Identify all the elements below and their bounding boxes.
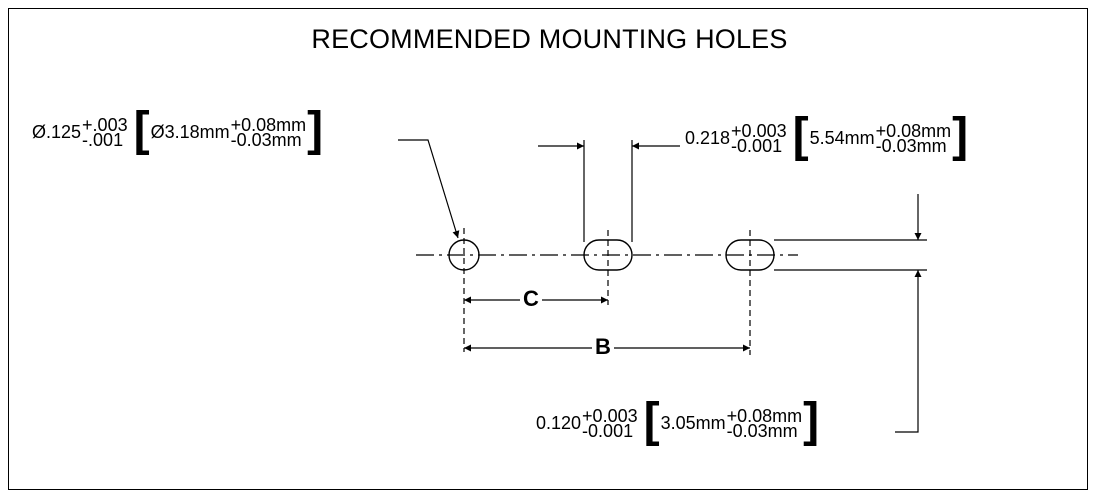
dim-c-label: C bbox=[520, 286, 542, 312]
slot-height-inch-tol-plus: +0.003 bbox=[582, 406, 638, 426]
slot-height-leader bbox=[895, 270, 922, 433]
slot-width-callout: 0.218 +0.003 -0.001 [ 5.54mm +0.08mm -0.… bbox=[685, 109, 969, 162]
slot-width-mm-tol-minus: -0.03mm bbox=[875, 136, 947, 156]
hole-mm-inner: Ø3.18mm +0.08mm -0.03mm bbox=[150, 115, 307, 150]
bracket-open: [ bbox=[792, 109, 809, 162]
hole-inch-tolerance: +.003 -.001 bbox=[82, 115, 128, 150]
slot-width-inch-tol-minus: -0.001 bbox=[731, 136, 783, 156]
slot-height-mm-inner: 3.05mm +0.08mm -0.03mm bbox=[660, 406, 803, 441]
slot-width-inch-tolerance: +0.003 -0.001 bbox=[731, 121, 787, 156]
slot-width-mm-tolerance: +0.08mm -0.03mm bbox=[875, 121, 952, 156]
slot-height-inch-value: 0.120 bbox=[536, 412, 582, 433]
hole-mm-group: [ Ø3.18mm +0.08mm -0.03mm ] bbox=[133, 103, 324, 156]
slot-height-mm-group: [ 3.05mm +0.08mm -0.03mm ] bbox=[643, 394, 820, 447]
slot-width-mm-tol-plus: +0.08mm bbox=[875, 121, 952, 141]
hole-leader bbox=[398, 139, 460, 239]
slot-height-mm-tol-plus: +0.08mm bbox=[726, 406, 803, 426]
dim-b-label: B bbox=[592, 334, 614, 360]
slot-height-inch-tolerance: +0.003 -0.001 bbox=[582, 406, 638, 441]
slot-width-inch-tol-plus: +0.003 bbox=[731, 121, 787, 141]
drawing-title: RECOMMENDED MOUNTING HOLES bbox=[311, 24, 788, 54]
hole-inch-tol-plus: +.003 bbox=[82, 115, 128, 135]
hole-inch-tol-minus: -.001 bbox=[82, 130, 124, 150]
hole-callout: Ø.125 +.003 -.001 [ Ø3.18mm +0.08mm -0.0… bbox=[32, 103, 324, 156]
slot-width-mm-value: 5.54mm bbox=[809, 127, 875, 148]
bracket-close: ] bbox=[803, 394, 820, 447]
slot-height-mm-tol-minus: -0.03mm bbox=[726, 421, 798, 441]
bracket-open: [ bbox=[643, 394, 660, 447]
slot-height-mm-tolerance: +0.08mm -0.03mm bbox=[726, 406, 803, 441]
hole-mm-tolerance: +0.08mm -0.03mm bbox=[230, 115, 307, 150]
slot-width-mm-inner: 5.54mm +0.08mm -0.03mm bbox=[809, 121, 952, 156]
drawing-frame bbox=[8, 8, 1088, 490]
bracket-close: ] bbox=[952, 109, 969, 162]
bracket-open: [ bbox=[133, 103, 150, 156]
slot-width-inch-value: 0.218 bbox=[685, 127, 731, 148]
slot-height-inch-tol-minus: -0.001 bbox=[582, 421, 634, 441]
hole-mm-value: Ø3.18mm bbox=[150, 121, 230, 142]
hole-inch-value: Ø.125 bbox=[32, 121, 82, 142]
hole-mm-tol-plus: +0.08mm bbox=[230, 115, 307, 135]
slot-height-callout: 0.120 +0.003 -0.001 [ 3.05mm +0.08mm -0.… bbox=[536, 394, 820, 447]
hole-mm-tol-minus: -0.03mm bbox=[230, 130, 302, 150]
slot-width-mm-group: [ 5.54mm +0.08mm -0.03mm ] bbox=[792, 109, 969, 162]
bracket-close: ] bbox=[307, 103, 324, 156]
slot-height-mm-value: 3.05mm bbox=[660, 412, 726, 433]
